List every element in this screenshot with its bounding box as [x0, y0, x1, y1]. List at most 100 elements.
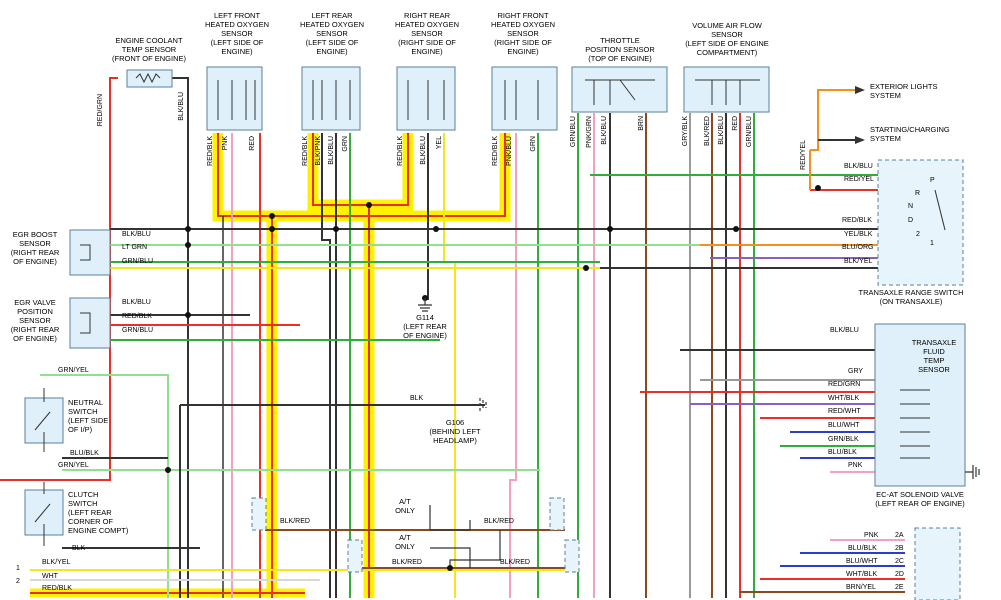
- pin-label: 2A: [895, 532, 904, 539]
- pin-label: 2B: [895, 545, 904, 552]
- wire-label: RED/GRN: [828, 381, 861, 388]
- wire-label: GRN: [530, 136, 537, 152]
- ground-symbols: [418, 298, 980, 479]
- wire-label: RED: [732, 116, 739, 131]
- wire-label: BLK/BLU: [844, 163, 873, 170]
- wire-label: GRY: [848, 368, 864, 375]
- wire-label: BLK/RED: [280, 518, 310, 525]
- wire-label: WHT: [42, 573, 58, 580]
- pin-label: 2: [16, 578, 20, 585]
- pin-label: R: [915, 190, 921, 197]
- wire-label: GRN/BLU: [122, 258, 154, 265]
- wire-label: BLU/BLK: [70, 450, 99, 457]
- wire-label: GRY/BLK: [682, 116, 689, 147]
- wire-label: BLK/BLU: [122, 231, 151, 238]
- vaf-label: VOLUME AIR FLOW SENSOR (LEFT SIDE OF ENG…: [685, 21, 769, 57]
- wire-label: BLK/BLU: [601, 116, 608, 145]
- coolant-label: ENGINE COOLANT TEMP SENSOR (FRONT OF ENG…: [111, 36, 187, 63]
- pin-label: 2: [916, 231, 920, 238]
- wire-label: BLK/BLU: [178, 92, 185, 121]
- rf-o2-sensor: [491, 66, 558, 131]
- wires: [0, 77, 905, 598]
- wire-label: BLK/BLU: [420, 136, 427, 165]
- wire-label: RED/YEL: [800, 140, 807, 170]
- wire-label: BLK/BLU: [328, 136, 335, 165]
- lr-o2-label: LEFT REAR HEATED OXYGEN SENSOR (LEFT SID…: [299, 11, 365, 56]
- wire-label: BLK: [72, 545, 86, 552]
- wire-label: BLU/WHT: [828, 422, 860, 429]
- tft-label: TRANSAXLE FLUID TEMP SENSOR: [911, 338, 957, 374]
- wire-label: GRN/YEL: [58, 367, 89, 374]
- wire-label: PNK: [848, 462, 863, 469]
- tps-label: THROTTLE POSITION SENSOR (TOP OF ENGINE): [585, 36, 655, 63]
- wire-label: RED/BLK: [842, 217, 872, 224]
- wire-label: RED/BLK: [42, 585, 72, 592]
- wire-label: BLK/RED: [704, 116, 711, 146]
- wire-label: BLK: [410, 395, 424, 402]
- rf-o2-label: RIGHT FRONT HEATED OXYGEN SENSOR (RIGHT …: [490, 11, 556, 56]
- lf-o2-label: LEFT FRONT HEATED OXYGEN SENSOR (LEFT SI…: [204, 11, 270, 56]
- pin-label: N: [908, 203, 914, 210]
- lr-o2-sensor: [301, 66, 361, 131]
- trs-label: TRANSAXLE RANGE SWITCH (ON TRANSAXLE): [858, 288, 964, 306]
- wire-label: BLK/BLU: [830, 327, 859, 334]
- wire-label: PNK/BLU: [506, 136, 513, 166]
- rr-o2-label: RIGHT REAR HEATED OXYGEN SENSOR (RIGHT S…: [394, 11, 460, 56]
- wire-label: RED/BLK: [122, 313, 152, 320]
- neutral-switch: [24, 388, 64, 452]
- wire-label: BLU/WHT: [846, 558, 878, 565]
- egr-valve-sensor: [69, 297, 111, 349]
- wire-label: LT GRN: [122, 244, 148, 251]
- wire-label: RED/YEL: [844, 176, 874, 183]
- wire-label: RED/BLK: [397, 136, 404, 166]
- clutch-switch: [24, 482, 64, 546]
- g106-label: G106 (BEHIND LEFT HEADLAMP): [429, 418, 481, 445]
- solenoid-unit: [874, 323, 966, 487]
- coolant-sensor: [126, 69, 173, 88]
- wire-label: BLU/BLK: [848, 545, 877, 552]
- wire-label: YEL: [436, 136, 443, 150]
- wire-label: RED/WHT: [828, 408, 861, 415]
- wire-label: GRN: [342, 136, 349, 152]
- pin-label: D: [908, 217, 914, 224]
- wire-label: PNK: [222, 136, 229, 151]
- wire-label: BLK/YEL: [42, 559, 71, 566]
- g114-label: G114 (LEFT REAR OF ENGINE): [403, 313, 447, 340]
- wire-label: BLK/YEL: [844, 258, 873, 265]
- wire-label: PNK: [864, 532, 879, 539]
- arrows: [855, 86, 865, 144]
- pin-label: 2D: [895, 571, 904, 578]
- egr-boost-sensor: [69, 229, 111, 276]
- pin-label: 1: [16, 565, 20, 572]
- pin-label: 2C: [895, 558, 904, 565]
- egr-valve-label: EGR VALVE POSITION SENSOR (RIGHT REAR OF…: [10, 298, 60, 343]
- tps-sensor: [571, 66, 668, 113]
- wire-label: BLK/BLU: [718, 116, 725, 145]
- wire-label: BRN/YEL: [846, 584, 876, 591]
- wire-label: RED/BLK: [207, 136, 214, 166]
- wire-label: WHT/BLK: [828, 395, 860, 402]
- wire-label: RED/GRN: [97, 94, 104, 127]
- wire-label: GRN/BLU: [122, 327, 154, 334]
- neutral-switch-label: NEUTRAL SWITCH (LEFT SIDE OF I/P): [68, 398, 109, 434]
- wire-label: GRN/BLK: [828, 436, 859, 443]
- wire-label: RED/BLK: [492, 136, 499, 166]
- wire-label: BLK/RED: [392, 559, 422, 566]
- ext-lights-label: EXTERIOR LIGHTS SYSTEM: [870, 82, 938, 100]
- wire-label: GRN/YEL: [58, 462, 89, 469]
- at-only-label-1: A/T ONLY: [395, 497, 415, 515]
- egr-boost-label: EGR BOOST SENSOR (RIGHT REAR OF ENGINE): [10, 230, 60, 266]
- wire-label: BLK/RED: [500, 559, 530, 566]
- trs-switch: [877, 159, 964, 286]
- at-only-label-2: A/T ONLY: [395, 533, 415, 551]
- wire-label: BRN: [638, 116, 645, 131]
- wire-label: BLU/ORG: [842, 244, 874, 251]
- solenoid-connector: [914, 527, 961, 600]
- lf-o2-sensor: [206, 66, 263, 131]
- wire-label: BLK/RED: [484, 518, 514, 525]
- wire-label: BLU/BLK: [828, 449, 857, 456]
- solenoid-label: EC-AT SOLENOID VALVE (LEFT REAR OF ENGIN…: [875, 490, 965, 508]
- rr-o2-sensor: [396, 66, 456, 131]
- wire-label: BLK/PNK: [315, 136, 322, 166]
